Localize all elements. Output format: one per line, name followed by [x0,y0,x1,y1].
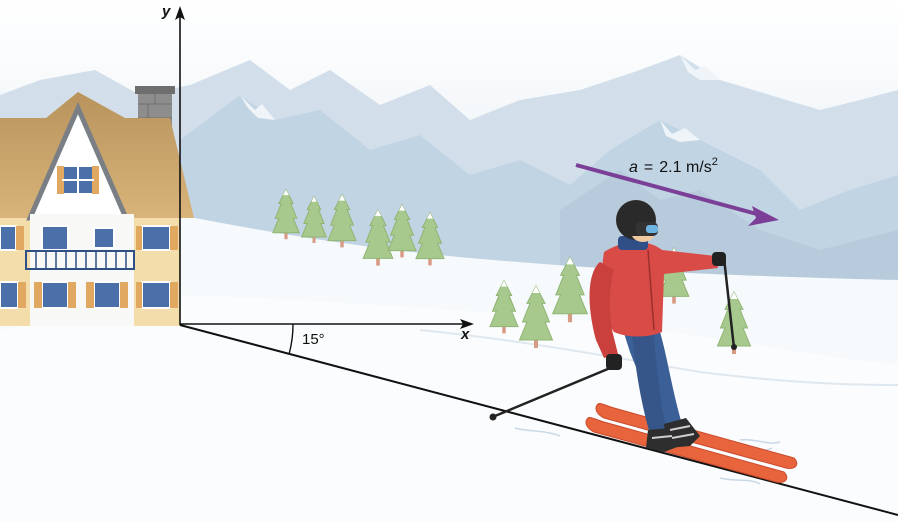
pine-tree [272,188,300,240]
angle-arc [288,323,294,354]
pine-tree [300,195,328,243]
chalet [0,86,194,326]
skier-arm-left [589,262,618,358]
pine-tree [362,208,394,266]
pine-tree [518,284,554,348]
acceleration-equals: = [644,159,653,176]
pine-tree [415,211,445,266]
acceleration-label: a = 2.1 m/s2 [629,156,718,176]
acceleration-arrowhead [748,206,779,226]
balcony-railing [25,250,135,270]
skier [489,200,798,485]
x-axis-label: x [460,326,470,343]
ski-left [585,417,788,483]
pine-tree [551,256,589,323]
slope-line [179,324,898,516]
pine-tree [489,279,519,334]
lower-windows [0,281,178,309]
ski-boot-left [646,428,680,452]
acceleration-symbol: a [629,159,638,176]
ski-goggles [646,225,658,233]
glove-left [606,354,622,370]
y-axis-arrowhead [175,6,185,20]
y-axis-label: y [161,3,171,20]
skier-jacket [601,242,718,337]
ski-pole-right [722,257,736,349]
pine-trees [272,188,752,354]
upper-windows [0,225,178,251]
acceleration-exponent: 2 [712,156,718,168]
angle-label: 15° [302,331,325,348]
glove-right [712,252,726,266]
acceleration-value: 2.1 m/s [659,159,711,176]
acceleration-arrow [575,163,769,219]
pine-tree [327,193,357,248]
pine-tree [387,203,417,258]
x-axis-arrowhead [460,319,474,329]
ski-pole-left [494,364,616,418]
